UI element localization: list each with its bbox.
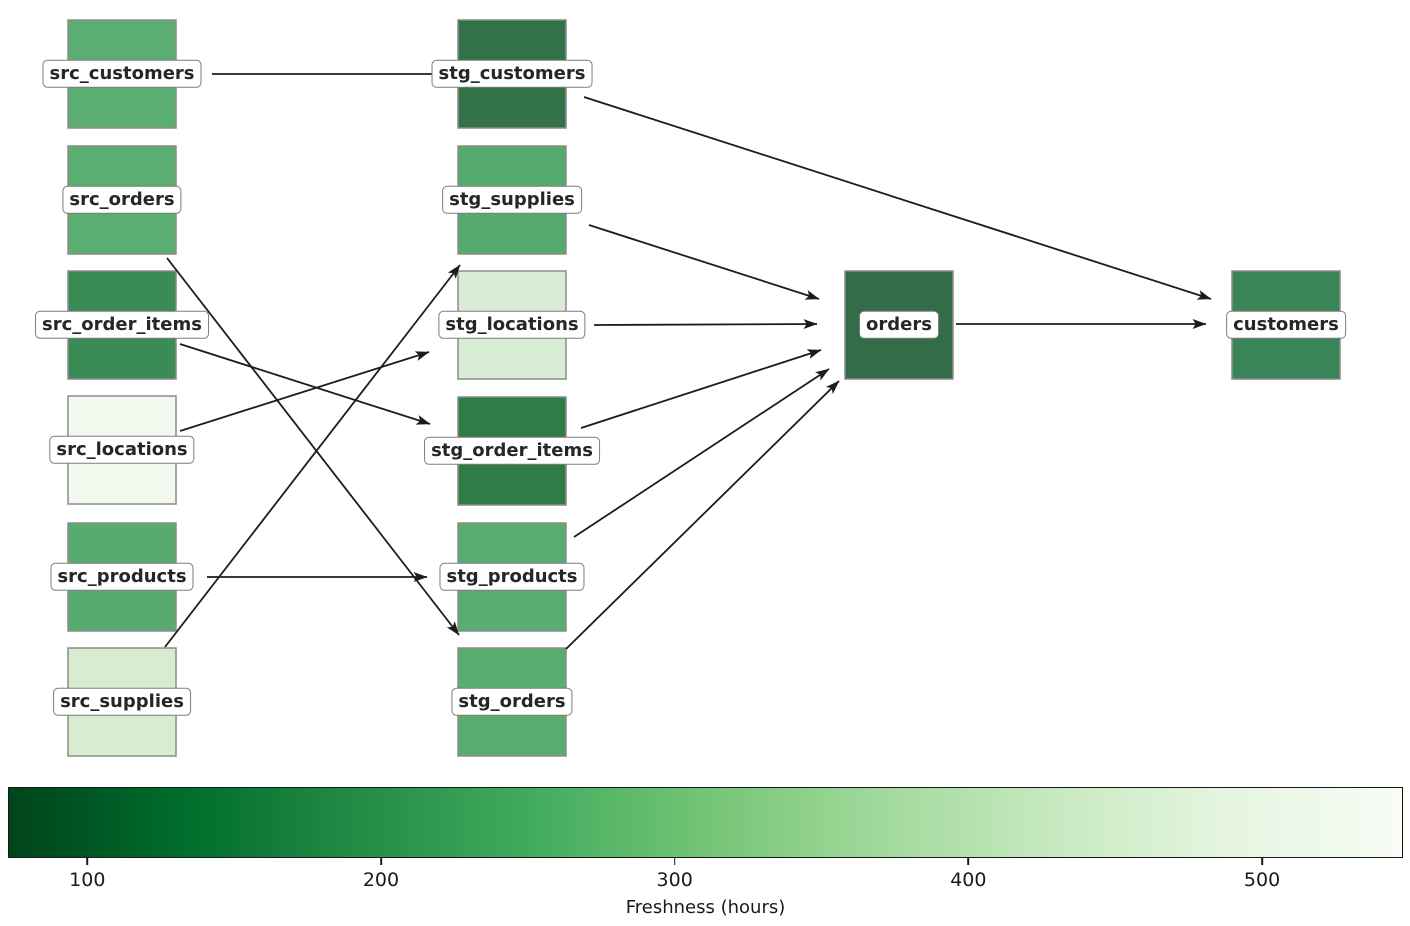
colorbar-ticklabel-100: 100 [69, 869, 106, 891]
node-label-src_orders: src_orders [62, 185, 182, 215]
node-label-stg_supplies: stg_supplies [442, 185, 582, 215]
node-label-src_products: src_products [50, 562, 194, 592]
colorbar-axis-label: Freshness (hours) [625, 897, 786, 918]
node-label-stg_orders: stg_orders [451, 687, 573, 717]
edge-src_order_items-to-stg_order_items [179, 343, 431, 425]
node-label-orders: orders [859, 310, 939, 340]
colorbar-tick-100 [86, 858, 89, 865]
edge-src_orders-to-stg_orders [166, 257, 460, 636]
node-label-src_supplies: src_supplies [53, 687, 191, 717]
node-label-stg_locations: stg_locations [438, 310, 586, 340]
edge-src_supplies-to-stg_supplies [164, 264, 461, 648]
colorbar-ticklabel-400: 400 [950, 869, 987, 891]
edge-src_locations-to-stg_locations [179, 351, 430, 432]
colorbar-ticklabel-300: 300 [656, 869, 693, 891]
colorbar-tick-300 [673, 858, 676, 865]
edge-stg_locations-to-orders [593, 319, 818, 330]
colorbar-tick-500 [1261, 858, 1263, 865]
edge-stg_customers-to-customers [583, 96, 1212, 300]
edges-layer [164, 73, 1212, 650]
node-label-stg_customers: stg_customers [431, 59, 593, 89]
edge-stg_products-to-orders [573, 368, 830, 538]
colorbar-tick-200 [380, 858, 382, 865]
colorbar-ticklabel-200: 200 [362, 869, 400, 891]
node-label-stg_order_items: stg_order_items [424, 436, 600, 466]
node-label-customers: customers [1226, 310, 1346, 340]
colorbar-ticks: 100 200 300 400 500 [8, 857, 1403, 917]
node-label-src_locations: src_locations [49, 435, 195, 465]
node-label-stg_products: stg_products [439, 562, 585, 592]
node-label-src_customers: src_customers [42, 59, 202, 89]
colorbar-gradient [8, 787, 1403, 858]
edge-stg_order_items-to-orders [580, 349, 822, 429]
colorbar-ticklabel-500: 500 [1243, 869, 1281, 891]
edge-stg_supplies-to-orders [588, 224, 820, 300]
edge-stg_orders-to-orders [565, 380, 840, 650]
dag-canvas [67, 19, 1341, 757]
node-label-src_order_items: src_order_items [35, 310, 209, 340]
colorbar-tick-400 [967, 858, 970, 865]
